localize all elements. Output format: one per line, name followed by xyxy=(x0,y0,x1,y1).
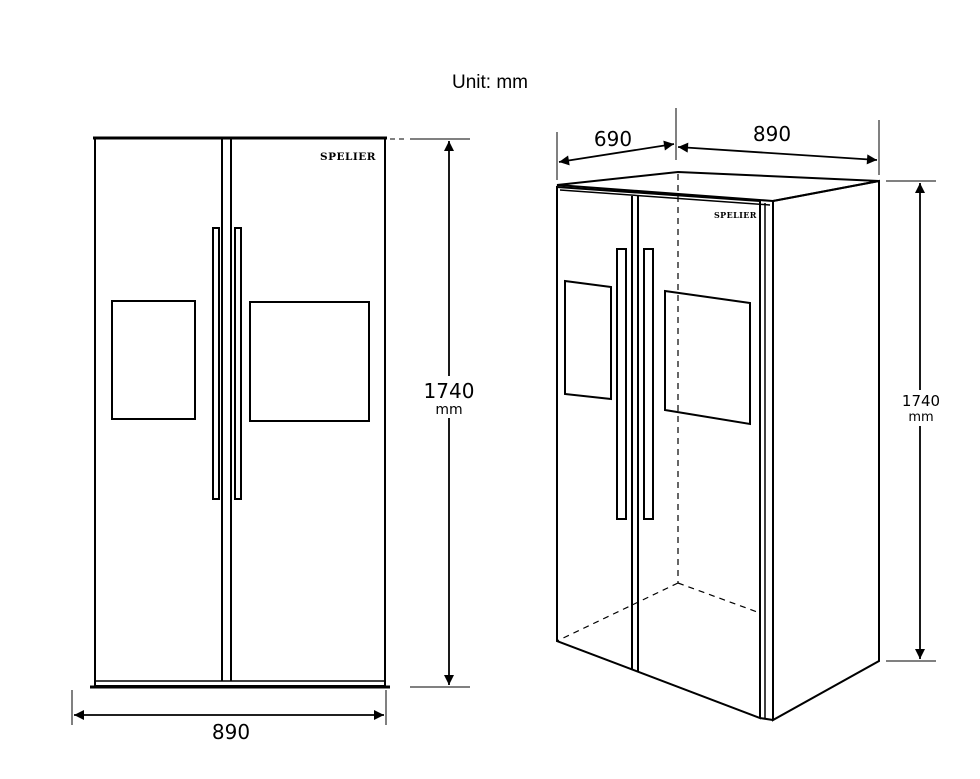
front-right-handle xyxy=(234,227,242,500)
front-left-handle xyxy=(212,227,220,500)
front-width-dimension xyxy=(71,690,387,725)
perspective-side-face xyxy=(772,179,880,722)
unit-note: Unit: mm xyxy=(452,72,528,93)
perspective-top-face xyxy=(556,170,880,203)
front-width-label: 890 xyxy=(212,720,250,744)
perspective-depth-label: 690 xyxy=(594,127,632,151)
perspective-view xyxy=(556,170,880,722)
perspective-front-face xyxy=(556,185,761,720)
perspective-hidden-edges xyxy=(556,174,761,642)
perspective-right-panel xyxy=(664,289,751,426)
perspective-top-dimensions xyxy=(556,108,880,180)
front-height-value: 1740 xyxy=(424,379,475,403)
perspective-left-panel xyxy=(564,279,612,401)
front-height-unit: mm xyxy=(435,402,462,418)
perspective-width-label: 890 xyxy=(753,122,791,146)
perspective-height-unit: mm xyxy=(908,410,933,425)
perspective-depth-arrow xyxy=(558,140,675,166)
front-right-panel xyxy=(249,301,370,422)
front-brand-logo: SPELIER xyxy=(320,151,376,163)
front-view xyxy=(90,136,390,689)
perspective-left-handle xyxy=(616,248,627,520)
front-left-panel xyxy=(111,300,196,420)
perspective-height-value: 1740 xyxy=(902,392,940,410)
perspective-right-handle xyxy=(643,248,654,520)
perspective-width-arrow xyxy=(677,142,878,165)
perspective-brand-logo: SPELIER xyxy=(714,210,757,220)
